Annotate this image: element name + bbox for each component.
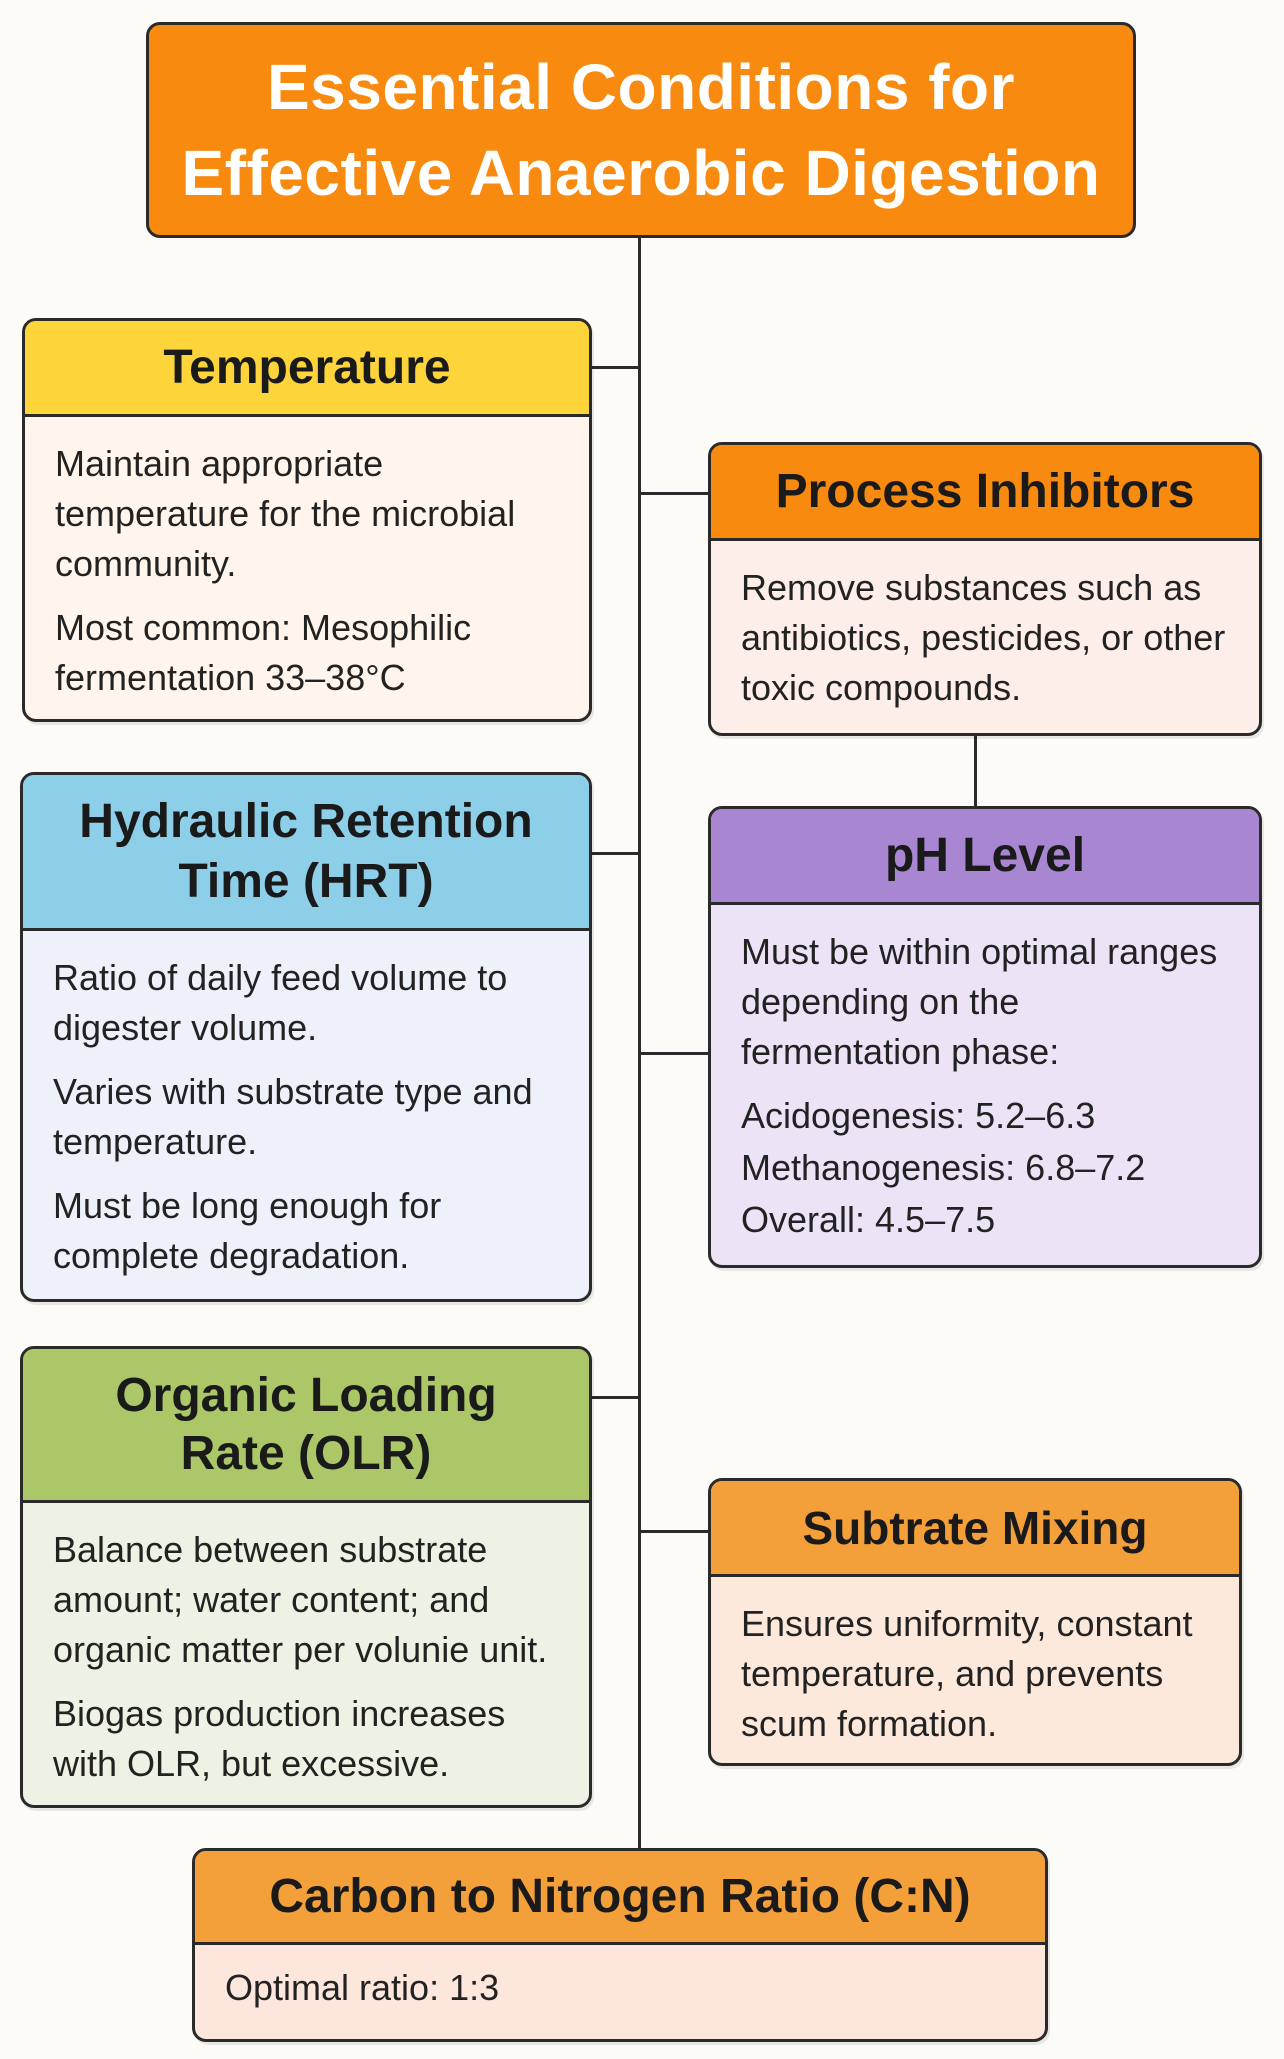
olr-heading: Organic Loading Rate (OLR) xyxy=(23,1349,589,1503)
process-inhibitors-card: Process Inhibitors Remove substances suc… xyxy=(708,442,1262,736)
substrate-mixing-card: Subtrate Mixing Ensures uniformity, cons… xyxy=(708,1478,1242,1766)
olr-card: Organic Loading Rate (OLR) Balance betwe… xyxy=(20,1346,592,1808)
process-inhibitors-body: Remove substances such as antibiotics, p… xyxy=(711,541,1259,713)
substrate-mixing-text-1: Ensures uniformity, constant temperature… xyxy=(741,1603,1193,1744)
olr-text-2: Biogas production increases with OLR, bu… xyxy=(53,1693,506,1784)
substrate-mixing-heading: Subtrate Mixing xyxy=(711,1481,1239,1577)
cn-ratio-card: Carbon to Nitrogen Ratio (C:N) Optimal r… xyxy=(192,1848,1048,2042)
connector-temperature xyxy=(592,366,640,369)
hrt-text-1: Ratio of daily feed volume to digester v… xyxy=(53,957,508,1048)
ph-level-text-1: Must be within optimal ranges depending … xyxy=(741,931,1218,1072)
cn-ratio-body: Optimal ratio: 1:3 xyxy=(195,1945,1045,2013)
title-banner: Essential Conditions for Effective Anaer… xyxy=(146,22,1136,238)
hrt-heading: Hydraulic Retention Time (HRT) xyxy=(23,775,589,931)
temperature-card: Temperature Maintain appropriate tempera… xyxy=(22,318,592,722)
connector-inhibitors-to-ph xyxy=(974,736,977,806)
process-inhibitors-heading: Process Inhibitors xyxy=(711,445,1259,541)
process-inhibitors-text-1: Remove substances such as antibiotics, p… xyxy=(741,567,1226,708)
ph-level-methanogenesis: Methanogenesis: 6.8–7.2 xyxy=(741,1147,1146,1188)
connector-hrt xyxy=(592,852,640,855)
temperature-heading: Temperature xyxy=(25,321,589,417)
ph-level-overall: Overall: 4.5–7.5 xyxy=(741,1199,996,1240)
temperature-text-1: Maintain appropriate temperature for the… xyxy=(55,443,516,584)
ph-level-card: pH Level Must be within optimal ranges d… xyxy=(708,806,1262,1268)
ph-level-acidogenesis: Acidogenesis: 5.2–6.3 xyxy=(741,1095,1096,1136)
temperature-text-2: Most common: Mesophilic fermentation 33–… xyxy=(55,607,472,698)
connector-olr xyxy=(592,1396,640,1399)
hrt-body: Ratio of daily feed volume to digester v… xyxy=(23,931,589,1281)
cn-ratio-heading: Carbon to Nitrogen Ratio (C:N) xyxy=(195,1851,1045,1945)
temperature-body: Maintain appropriate temperature for the… xyxy=(25,417,589,703)
cn-ratio-text-1: Optimal ratio: 1:3 xyxy=(225,1967,500,2008)
connector-substrate-mixing xyxy=(640,1530,708,1533)
connector-ph-level xyxy=(640,1052,708,1055)
olr-text-1: Balance between substrate amount; water … xyxy=(53,1529,548,1670)
main-trunk-line xyxy=(638,238,641,1850)
hrt-text-2: Varies with substrate type and temperatu… xyxy=(53,1071,533,1162)
olr-body: Balance between substrate amount; water … xyxy=(23,1503,589,1789)
ph-level-heading: pH Level xyxy=(711,809,1259,905)
substrate-mixing-body: Ensures uniformity, constant temperature… xyxy=(711,1577,1239,1749)
ph-level-body: Must be within optimal ranges depending … xyxy=(711,905,1259,1245)
hrt-text-3: Must be long enough for complete degrada… xyxy=(53,1185,442,1276)
connector-process-inhibitors xyxy=(640,492,708,495)
diagram-title: Essential Conditions for Effective Anaer… xyxy=(181,51,1101,209)
hrt-card: Hydraulic Retention Time (HRT) Ratio of … xyxy=(20,772,592,1302)
